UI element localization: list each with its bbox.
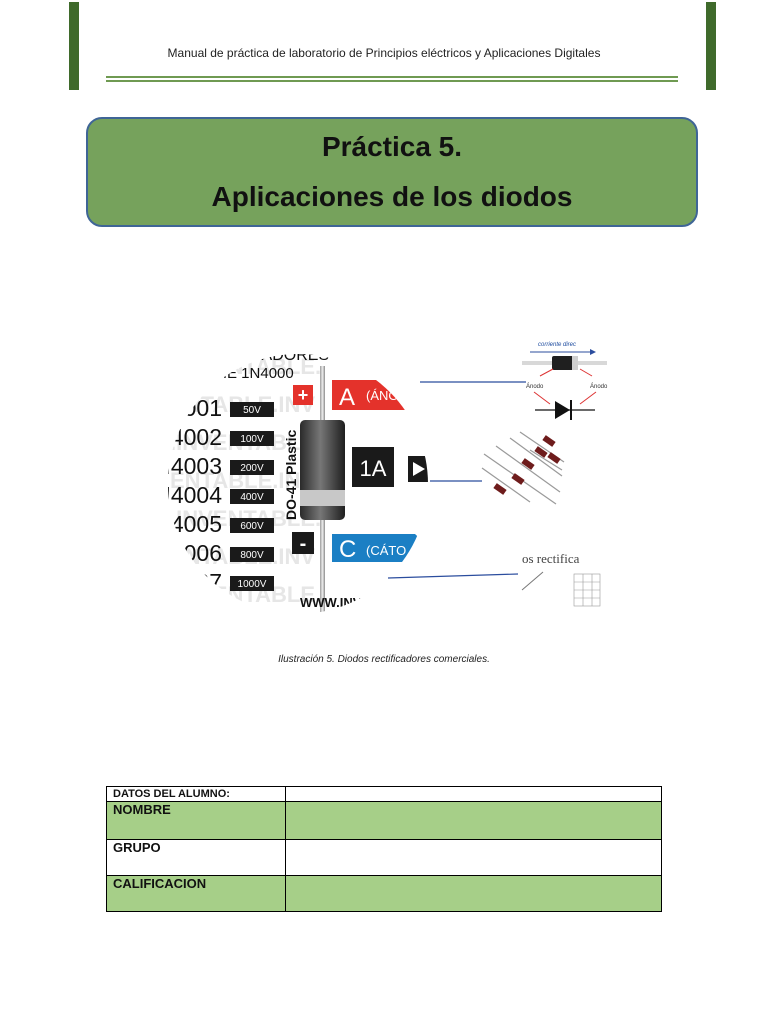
plus-sign: + [298, 385, 309, 405]
header-right-bar [706, 2, 716, 90]
voltage-rating: 100V [240, 434, 264, 445]
header-left-bar [69, 2, 79, 90]
student-table-header-blank [285, 786, 662, 802]
voltage-rating: 1000V [238, 579, 267, 590]
voltage-tag [230, 489, 274, 504]
part-number: 4005 [171, 511, 222, 537]
svg-text:(ÁNO: (ÁNO [366, 388, 399, 403]
part-number: N4002 [154, 424, 222, 450]
current-rating: 1A [360, 456, 387, 481]
header-rule-top [106, 76, 678, 78]
cathode-small-label: Ánodo [590, 383, 608, 390]
grupo-field[interactable] [285, 839, 662, 876]
manual-header: Manual de práctica de laboratorio de Pri… [167, 46, 601, 60]
grupo-label: GRUPO [106, 839, 286, 876]
calificacion-label: CALIFICACION [106, 875, 286, 912]
header-rule-bottom [106, 80, 678, 82]
voltage-tag [230, 518, 274, 533]
calificacion-field[interactable] [285, 875, 662, 912]
nombre-label: NOMBRE [106, 801, 286, 840]
voltage-rating: 50V [243, 405, 261, 416]
cathode-letter: C [339, 536, 356, 563]
part-number: 006 [184, 540, 222, 566]
voltage-tag [230, 431, 274, 446]
voltage-tag [230, 460, 274, 475]
rectifier-text-snippet: os rectifica [521, 551, 601, 607]
part-number: N4003 [154, 453, 222, 479]
student-data-table: DATOS DEL ALUMNO: NOMBRE GRUPO CALIFICAC… [106, 786, 662, 912]
part-number: N4004 [154, 482, 222, 508]
direct-current-label: corriente direc [538, 342, 576, 348]
practice-title-box: Práctica 5. Aplicaciones de los diodos [86, 117, 698, 227]
voltage-rating: 600V [240, 521, 264, 532]
practice-title: Aplicaciones de los diodos [211, 181, 573, 212]
anode-small-label: Ánodo [526, 383, 544, 390]
series-heading-line1: CTIFICADORES [210, 347, 329, 364]
voltage-tag [230, 576, 274, 591]
package-label: DO-41 Plastic [283, 430, 299, 520]
part-number: 07 [196, 569, 222, 595]
voltage-tag [230, 547, 274, 562]
series-heading-line2: RIE 1N4000 [212, 365, 294, 382]
figure-caption: Ilustración 5. Diodos rectificadores com… [278, 654, 490, 665]
voltage-tag [230, 402, 274, 417]
website-label: WWW.INV [300, 595, 362, 610]
axial-diodes-photo [481, 431, 565, 505]
nombre-field[interactable] [285, 801, 662, 840]
minus-sign: - [300, 533, 307, 555]
voltage-rating: 800V [240, 550, 264, 561]
datasheet-circle: .INVENTABLE. ENTABLE.INV .INVENTABLE. EN… [154, 347, 428, 614]
voltage-rating: 400V [240, 492, 264, 503]
diode-illustration: .INVENTABLE. ENTABLE.INV .INVENTABLE. EN… [154, 342, 608, 614]
diode-symbol-diagram: corriente direc Ánodo Ánodo [522, 342, 608, 420]
voltage-rating: 200V [240, 463, 264, 474]
anode-letter: A [339, 384, 355, 411]
svg-text:os rectifica: os rectifica [522, 551, 580, 566]
practice-number: Práctica 5. [321, 131, 463, 162]
part-number: 4001 [171, 395, 222, 421]
svg-text:(CÁTO: (CÁTO [366, 543, 406, 558]
student-table-header: DATOS DEL ALUMNO: [106, 786, 286, 802]
